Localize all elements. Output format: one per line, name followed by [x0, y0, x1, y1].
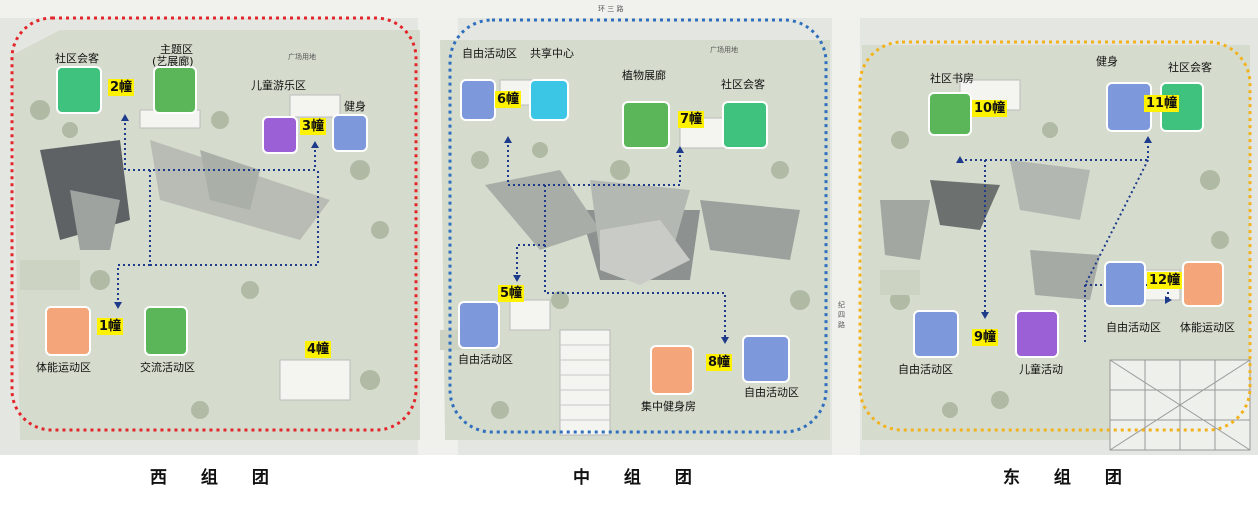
east-free2-label: 自由活动区 [898, 363, 953, 376]
west-exchange-label: 交流活动区 [140, 361, 195, 374]
middle-boundary [448, 18, 828, 434]
middle-free1-zone [460, 79, 496, 121]
middle-share-label: 共享中心 [530, 47, 574, 60]
building-7-tag: 7幢 [678, 111, 705, 128]
middle-free2-label: 自由活动区 [458, 353, 513, 366]
west-sport-label: 体能运动区 [36, 361, 91, 374]
middle-free3-zone [742, 335, 790, 383]
east-free1-zone [1104, 261, 1146, 307]
east-fitness-label: 健身 [1096, 55, 1118, 68]
east-kids-label: 儿童活动 [1019, 363, 1063, 376]
west-kids-zone [262, 116, 298, 154]
middle-community-zone [722, 101, 768, 149]
west-fitness-zone [332, 114, 368, 152]
building-4-tag: 4幢 [305, 341, 332, 358]
cluster-overlay [10, 16, 1252, 434]
circulation-paths [117, 118, 1169, 345]
east-community-label: 社区会客 [1168, 61, 1212, 74]
building-9-tag: 9幢 [972, 329, 999, 346]
plaza-label-middle: 广场用地 [710, 46, 738, 54]
east-kids-zone [1015, 310, 1059, 358]
east-free1-label: 自由活动区 [1106, 321, 1161, 334]
middle-free3-label: 自由活动区 [744, 386, 799, 399]
building-1-tag: 1幢 [97, 318, 124, 335]
middle-share-zone [529, 79, 569, 121]
east-sport-zone [1182, 261, 1224, 307]
west-theme-sub-label: (艺展廊) [152, 55, 194, 68]
middle-gym-label: 集中健身房 [641, 400, 696, 413]
west-exchange-zone [144, 306, 188, 356]
building-6-tag: 6幢 [495, 91, 522, 108]
middle-gym-zone [650, 345, 694, 395]
building-8-tag: 8幢 [706, 354, 733, 371]
west-boundary [10, 16, 418, 432]
site-background [0, 0, 1258, 455]
building-5-tag: 5幢 [498, 285, 525, 302]
west-fitness-label: 健身 [344, 100, 366, 113]
building-2-tag: 2幢 [108, 79, 135, 96]
site-plan: 环 三 路 广场用地 广场用地 纪四路 [0, 0, 1258, 455]
west-theme-label: 主题区 [160, 43, 193, 56]
middle-community-label: 社区会客 [721, 78, 765, 91]
east-free2-zone [913, 310, 959, 358]
middle-free2-zone [458, 301, 500, 349]
west-sport-zone [45, 306, 91, 356]
path-arrows [114, 114, 1172, 344]
building-3-tag: 3幢 [300, 118, 327, 135]
building-12-tag: 12幢 [1147, 272, 1183, 289]
east-library-zone [928, 92, 972, 136]
road-label-top: 环 三 路 [598, 5, 624, 13]
east-library-label: 社区书房 [930, 72, 974, 85]
road-label-east: 纪四路 [838, 301, 845, 329]
east-sport-label: 体能运动区 [1180, 321, 1235, 334]
west-community-label: 社区会客 [55, 52, 99, 65]
east-cluster-title: 东 组 团 [1003, 468, 1136, 488]
west-cluster-title: 西 组 团 [150, 468, 283, 488]
building-10-tag: 10幢 [972, 100, 1008, 117]
middle-cluster-title: 中 组 团 [573, 468, 706, 488]
plaza-label-west: 广场用地 [288, 53, 316, 61]
middle-plant-label: 植物展廊 [622, 69, 666, 82]
west-kids-label: 儿童游乐区 [251, 79, 306, 92]
middle-plant-zone [622, 101, 670, 149]
west-theme-zone [153, 66, 197, 114]
building-11-tag: 11幢 [1144, 95, 1180, 112]
west-community-zone [56, 66, 102, 114]
middle-free1-label: 自由活动区 [462, 47, 517, 60]
